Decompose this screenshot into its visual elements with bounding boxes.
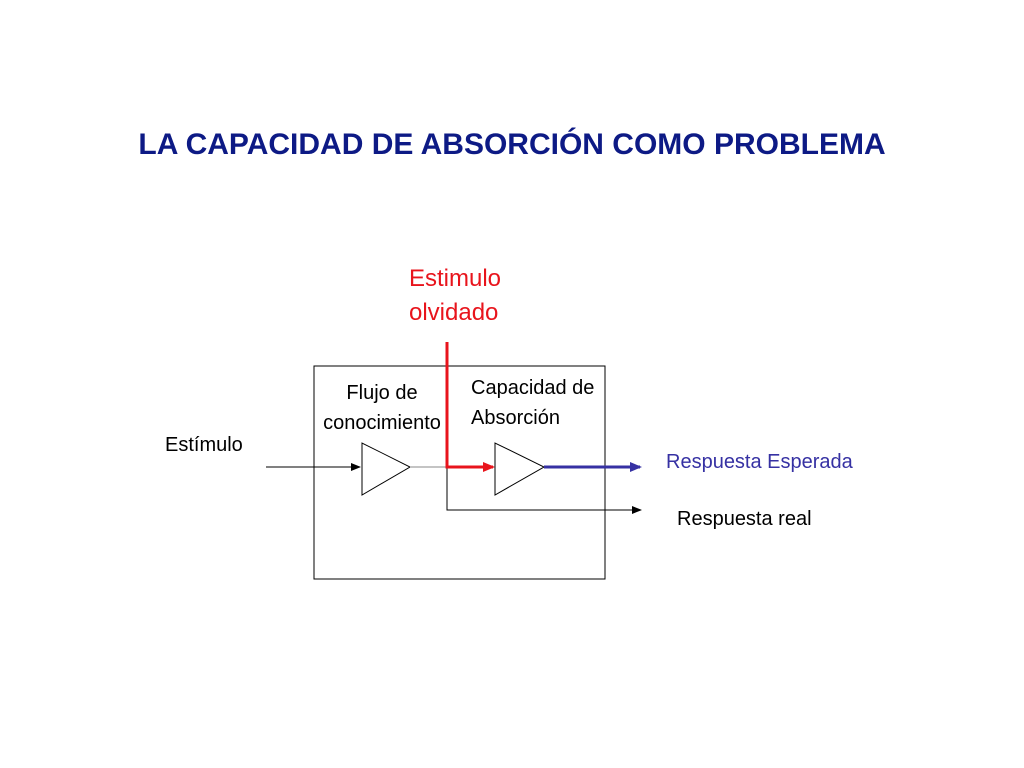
- absorption-capacity-amplifier: [494, 442, 546, 496]
- absorption-capacity-label: Capacidad de Absorción: [471, 373, 594, 433]
- knowledge-flow-label: Flujo de conocimiento: [307, 378, 457, 438]
- knowledge-flow-line2: conocimiento: [323, 412, 441, 434]
- forgotten-stimulus-path: [445, 342, 495, 472]
- real-response-path: [446, 467, 642, 514]
- stimulus-label: Estímulo: [165, 434, 243, 456]
- real-response-label: Respuesta real: [677, 508, 812, 530]
- absorption-capacity-line1: Capacidad de: [471, 377, 595, 399]
- knowledge-flow-line1: Flujo de: [346, 382, 418, 404]
- forgotten-stimulus-label: Estimulo olvidado: [409, 262, 501, 330]
- expected-response-label: Respuesta Esperada: [666, 451, 853, 473]
- forgotten-stimulus-line1: Estimulo: [409, 265, 502, 292]
- page-title: LA CAPACIDAD DE ABSORCIÓN COMO PROBLEMA: [138, 128, 886, 161]
- system-boundary-box: [313, 365, 606, 580]
- knowledge-flow-amplifier: [361, 442, 412, 496]
- forgotten-stimulus-line2: olvidado: [409, 299, 499, 326]
- absorption-capacity-line2: Absorción: [471, 407, 560, 429]
